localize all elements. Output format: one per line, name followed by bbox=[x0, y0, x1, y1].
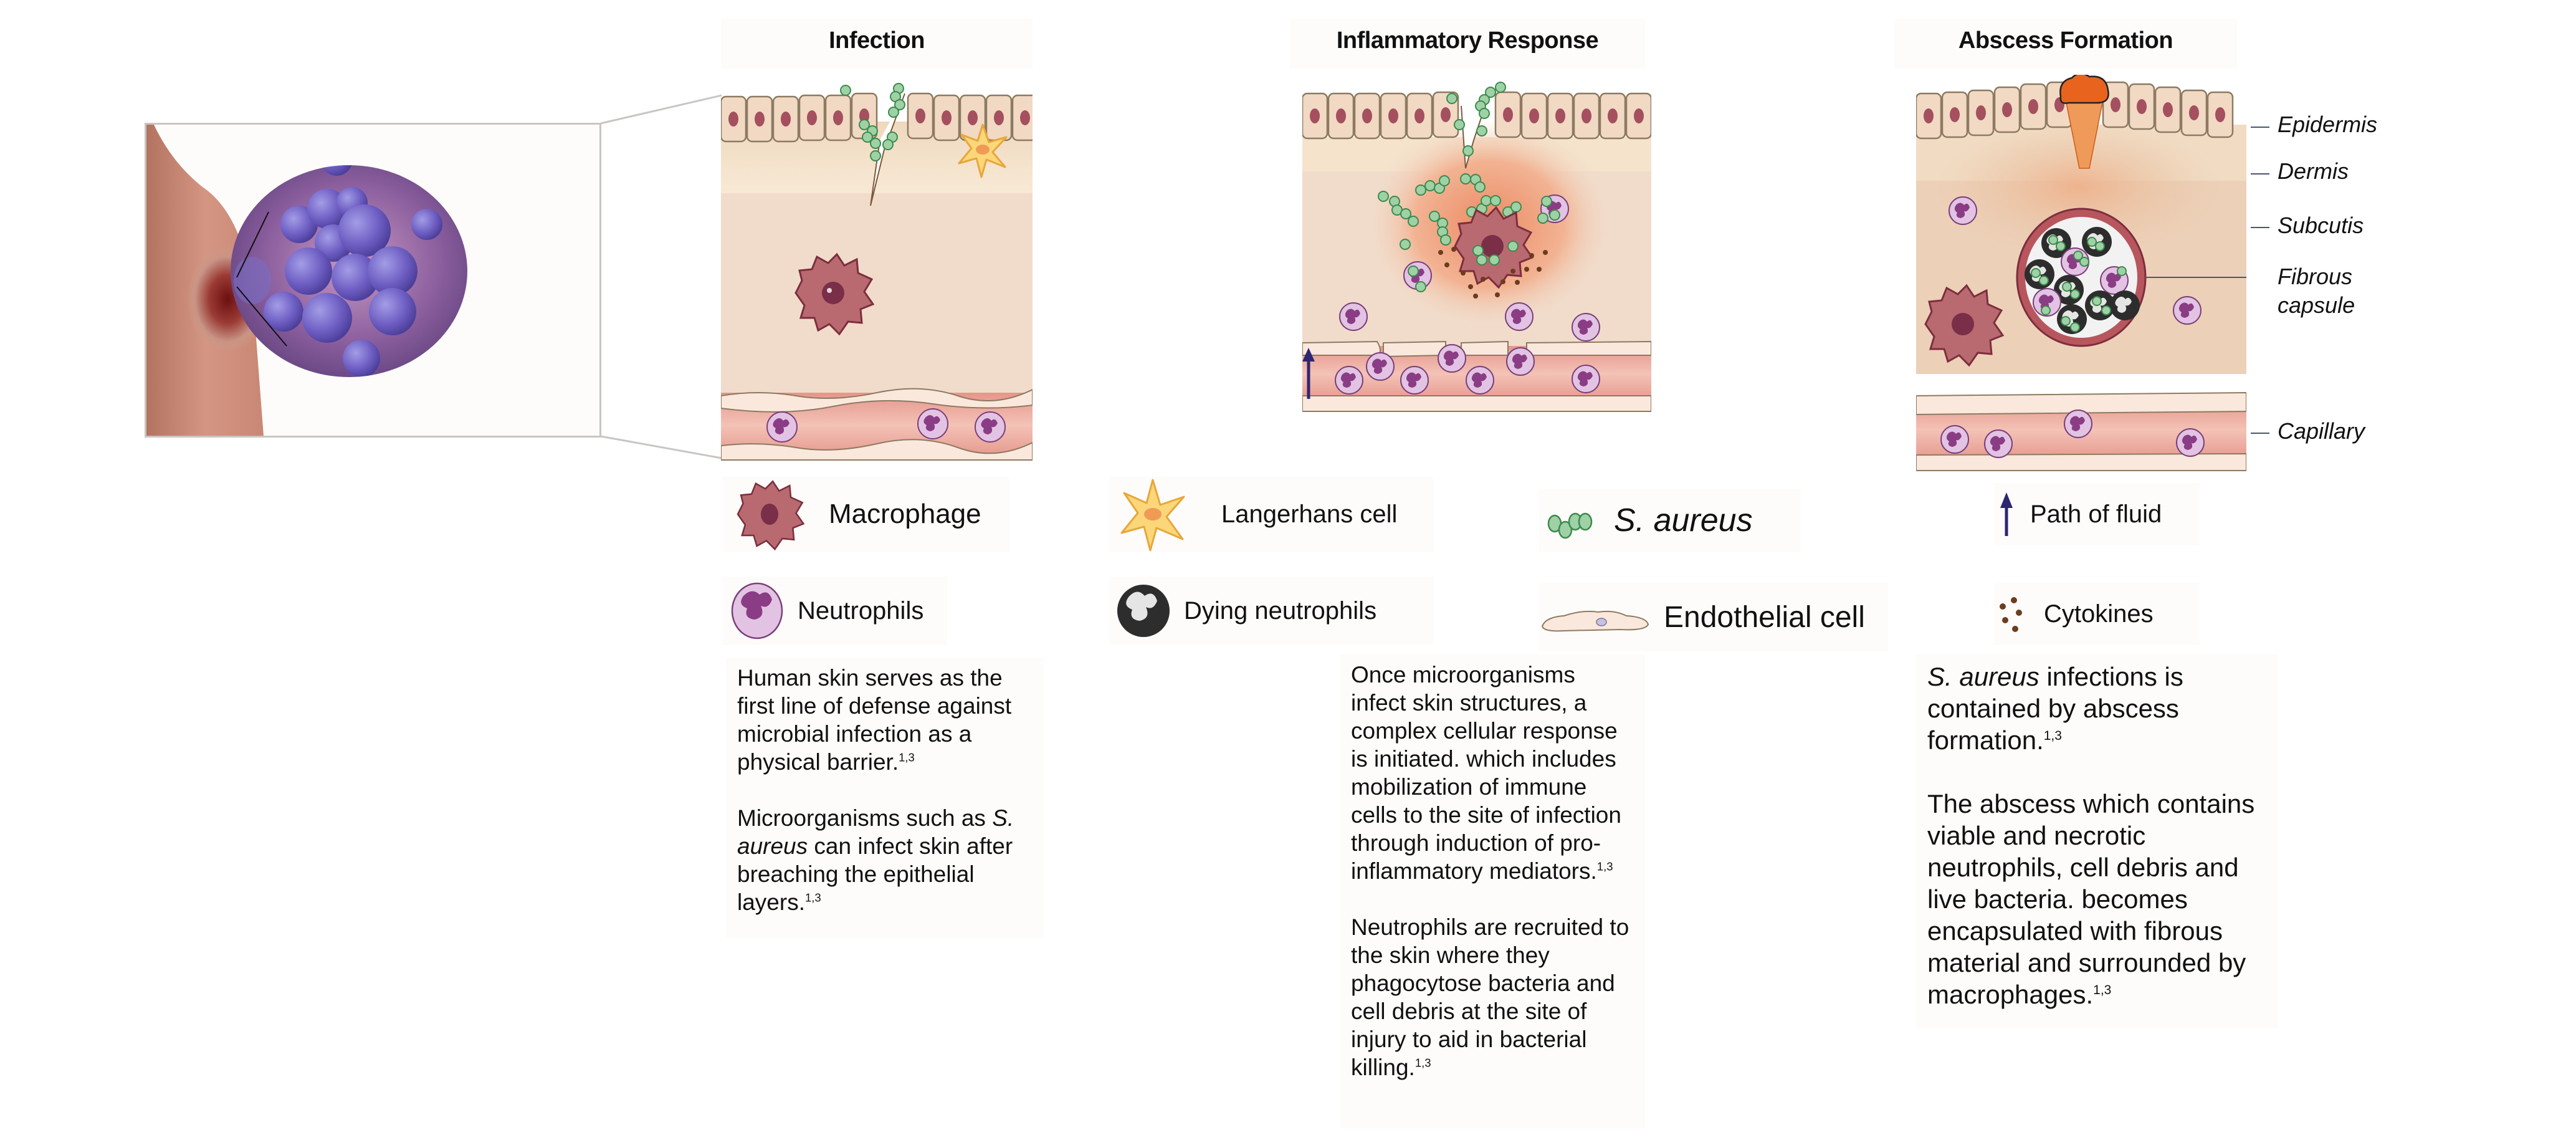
legend-neutrophils: Neutrophils bbox=[723, 577, 947, 645]
abscess-paragraph-2: The abscess which contains viable and ne… bbox=[1927, 789, 2255, 1009]
abscess-paragraph-1: S. aureus infections is contained by abs… bbox=[1927, 662, 2183, 755]
subcutis-tick bbox=[2251, 227, 2269, 228]
infection-illustration bbox=[721, 83, 1033, 461]
zoom-connector bbox=[600, 94, 722, 459]
label-epidermis: Epidermis bbox=[2278, 112, 2378, 137]
inflammatory-paragraph-1: Once microorganisms infect skin structur… bbox=[1351, 662, 1621, 884]
legend-s-aureus: S. aureus bbox=[1539, 489, 1801, 552]
inflammatory-title-box: Inflammatory Response bbox=[1290, 19, 1645, 69]
inflammatory-illustration bbox=[1302, 82, 1651, 412]
abscess-capsule bbox=[2016, 208, 2147, 347]
inflammatory-paragraph-2: Neutrophils are recruited to the skin wh… bbox=[1351, 914, 1629, 1080]
capillary-tick bbox=[2251, 433, 2269, 434]
infection-title-box: Infection bbox=[721, 19, 1033, 69]
infection-paragraph-1: Human skin serves as the first line of d… bbox=[737, 665, 1012, 775]
langerhans-icon bbox=[1120, 479, 1185, 552]
epidermis-tick bbox=[2251, 127, 2269, 128]
panel-title-abscess: Abscess Formation bbox=[1958, 27, 2173, 54]
legend-label-s-aureus: S. aureus bbox=[1614, 502, 1753, 539]
legend-endothelial: Endothelial cell bbox=[1539, 583, 1888, 651]
s-aureus-icon bbox=[1547, 512, 1593, 539]
legend-label-cytokines: Cytokines bbox=[2044, 600, 2154, 628]
arm-infection-image bbox=[145, 123, 601, 438]
abscess-description: S. aureus infections is contained by abs… bbox=[1916, 654, 2278, 1028]
up-arrow-icon bbox=[2000, 492, 2013, 536]
macrophage-cell bbox=[794, 252, 875, 336]
legend-cytokines: Cytokines bbox=[1994, 583, 2200, 645]
macrophage-icon bbox=[737, 480, 805, 551]
legend-path-of-fluid: Path of fluid bbox=[1994, 483, 2200, 545]
legend-label-macrophage: Macrophage bbox=[829, 499, 981, 529]
arm-illustration bbox=[146, 125, 467, 436]
label-capillary: Capillary bbox=[2278, 418, 2365, 444]
fluid-arrow-icon bbox=[1302, 348, 1315, 399]
panel-title-infection: Infection bbox=[829, 27, 925, 54]
label-fibrous: Fibrous bbox=[2278, 264, 2353, 289]
label-dermis: Dermis bbox=[2278, 158, 2349, 184]
infection-description: Human skin serves as the first line of d… bbox=[726, 658, 1044, 938]
legend-label-endothelial: Endothelial cell bbox=[1664, 600, 1865, 634]
legend-label-neutrophils: Neutrophils bbox=[798, 596, 924, 625]
neutrophil-icon bbox=[731, 582, 783, 639]
inflammatory-description: Once microorganisms infect skin structur… bbox=[1340, 654, 1645, 1128]
abscess-title-box: Abscess Formation bbox=[1894, 19, 2237, 69]
dermis-tick bbox=[2251, 173, 2269, 175]
legend-label-path-of-fluid: Path of fluid bbox=[2030, 500, 2162, 528]
langerhans-cell bbox=[958, 123, 1008, 178]
label-capsule: capsule bbox=[2278, 292, 2355, 318]
legend-label-langerhans: Langerhans cell bbox=[1221, 500, 1398, 528]
label-subcutis: Subcutis bbox=[2278, 213, 2364, 238]
legend-langerhans: Langerhans cell bbox=[1109, 477, 1433, 552]
infection-paragraph-2: Microorganisms such as S. aureus can inf… bbox=[737, 805, 1014, 915]
legend-label-dying-neutrophils: Dying neutrophils bbox=[1184, 596, 1377, 625]
legend-macrophage: Macrophage bbox=[723, 477, 1009, 552]
panel-title-inflammatory: Inflammatory Response bbox=[1336, 27, 1599, 54]
abscess-illustration bbox=[1916, 75, 2246, 471]
cytokines-icon bbox=[2000, 597, 2022, 632]
legend-dying-neutrophils: Dying neutrophils bbox=[1109, 577, 1433, 645]
endothelial-cell-icon bbox=[1541, 610, 1649, 632]
dying-neutrophil-icon bbox=[1117, 585, 1170, 637]
